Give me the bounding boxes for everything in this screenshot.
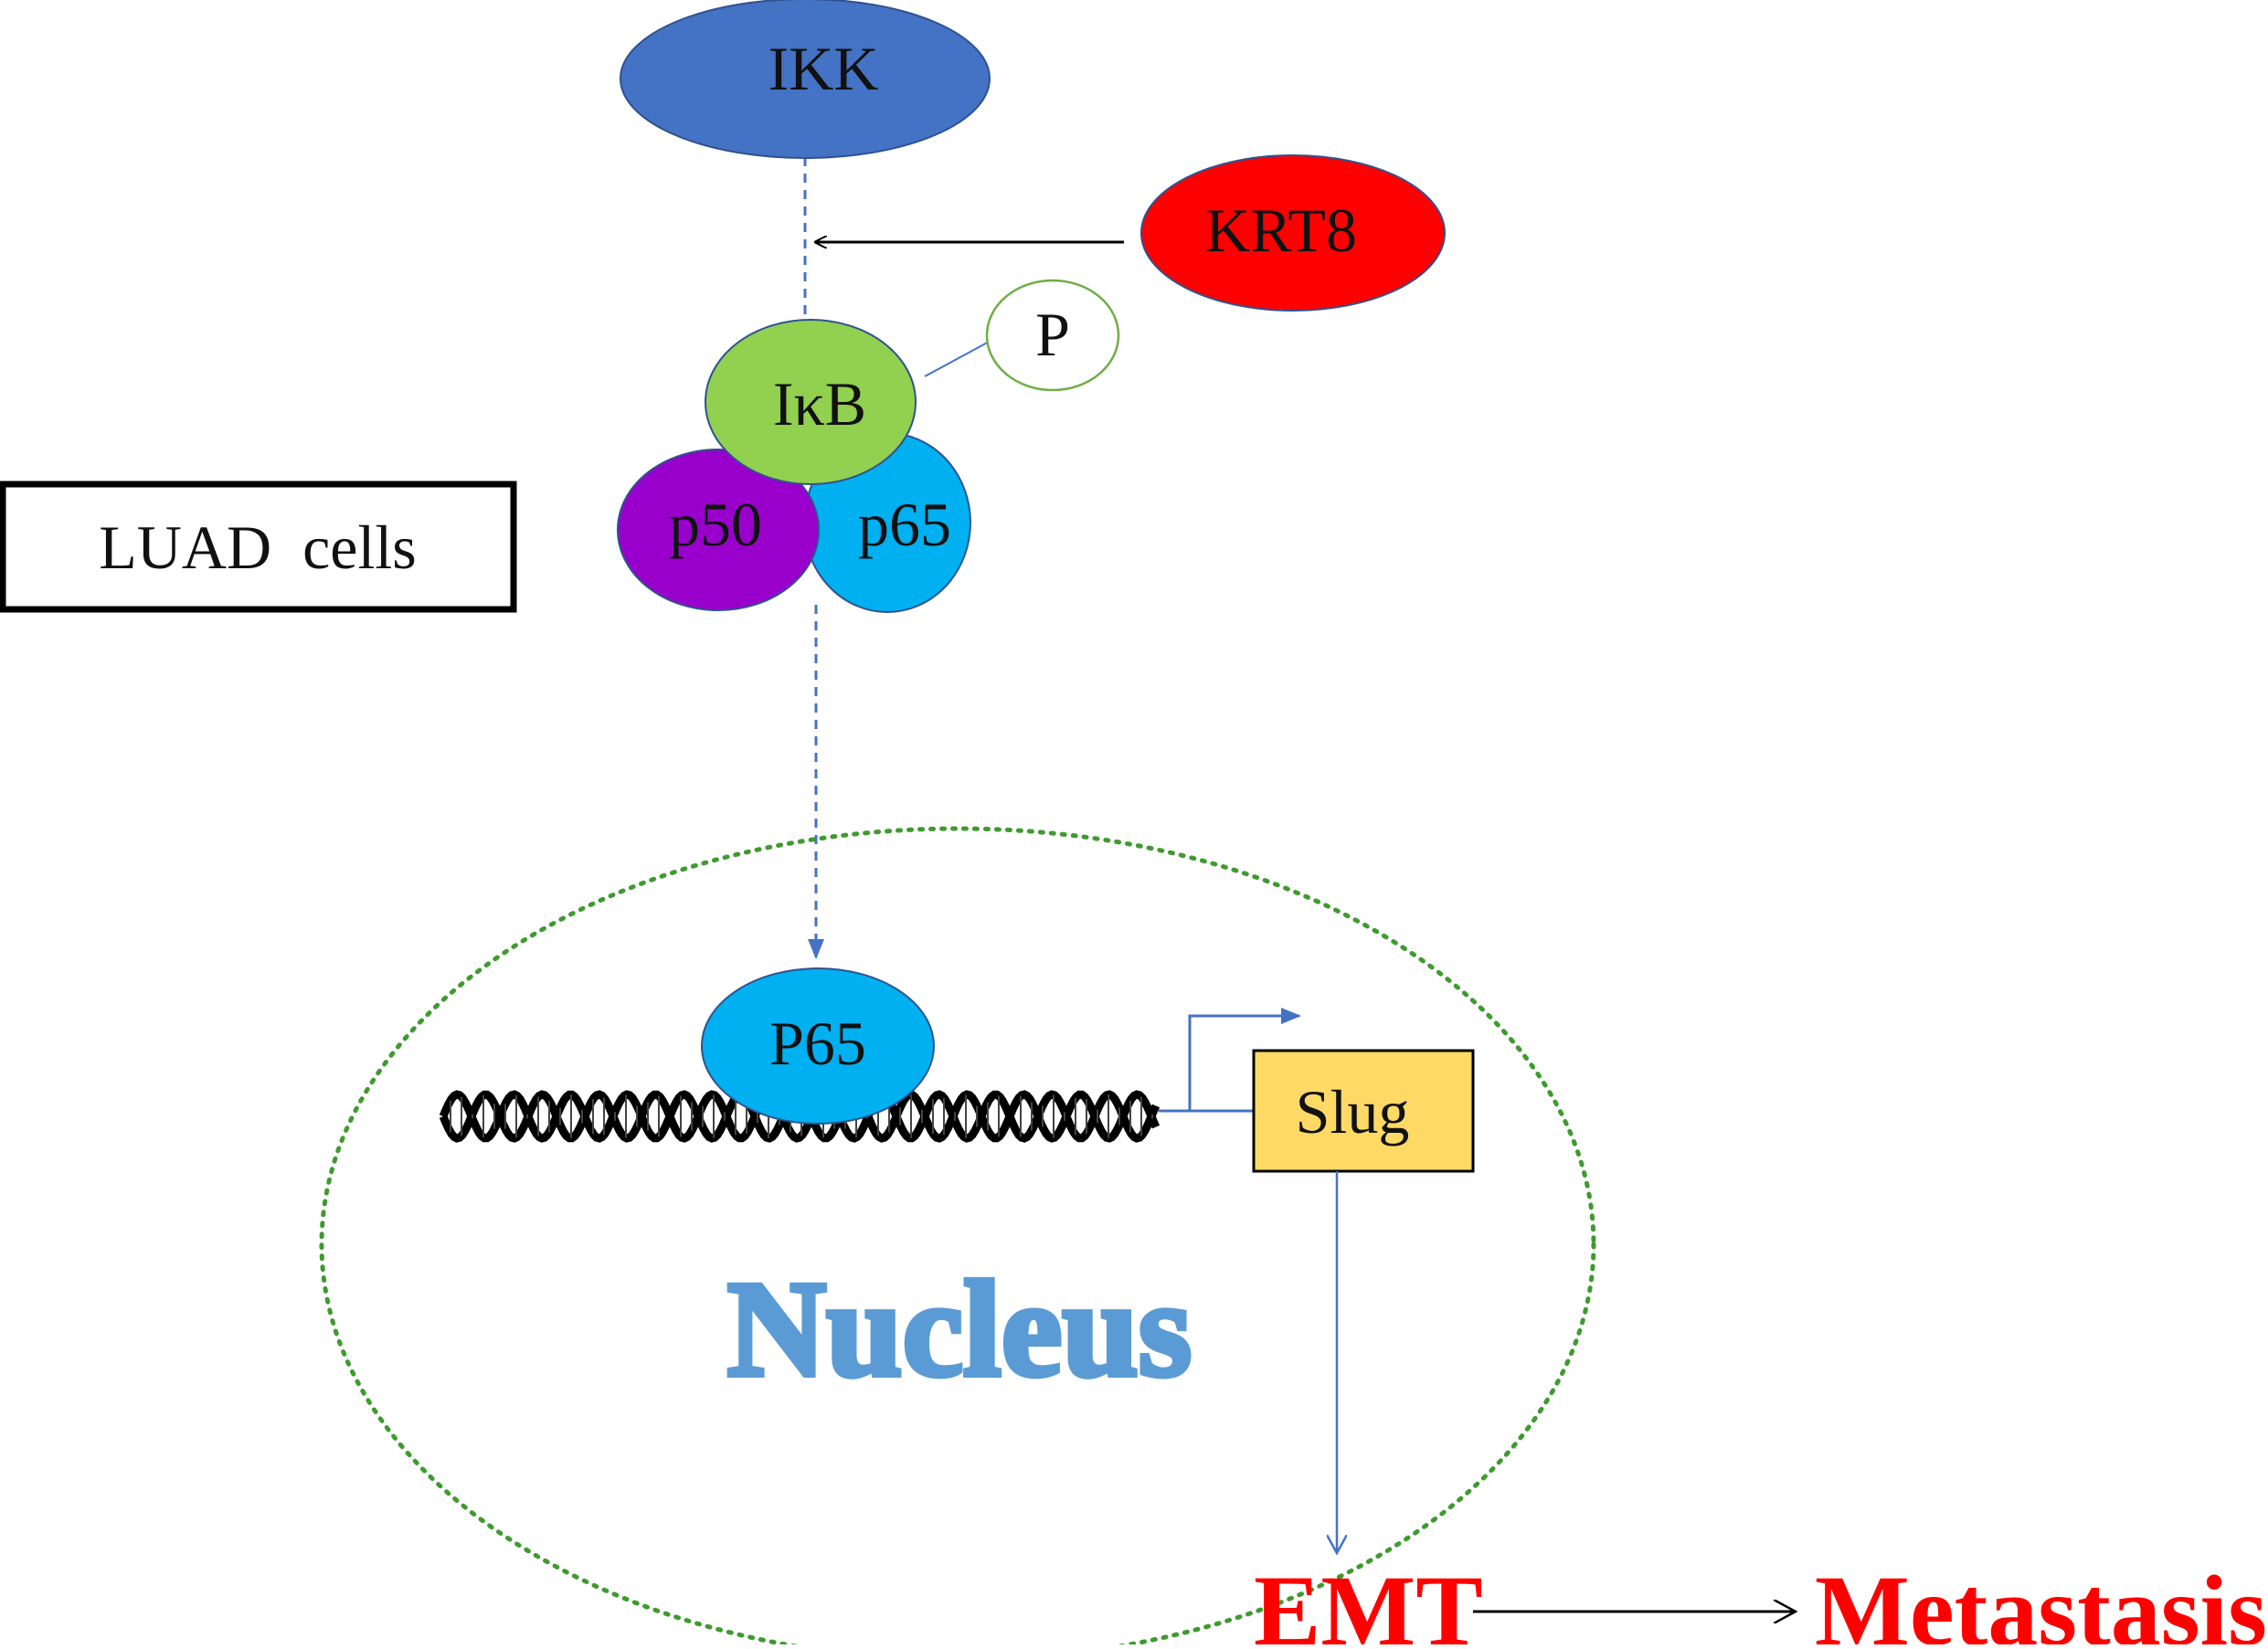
metastasis-label: Metastasis xyxy=(1815,1555,2267,1644)
p65-label: p65 xyxy=(858,490,951,559)
p65-nuclear-ellipse xyxy=(701,967,935,1125)
luad-label: LUAD cells xyxy=(99,513,416,582)
luad-cells-box: LUAD cells xyxy=(0,481,517,613)
phospho-connector xyxy=(924,339,993,377)
nucleus-label: Nucleus xyxy=(727,1253,1192,1405)
krt8-node: KRT8 xyxy=(1140,154,1446,312)
p65-nuclear-node: P65 xyxy=(701,967,935,1125)
slug-label: Slug xyxy=(1296,1077,1410,1147)
ikb-ellipse xyxy=(705,319,917,485)
phospho-ellipse xyxy=(985,279,1120,392)
nucleus-label-outline: Nucleus xyxy=(727,1253,1192,1405)
transcription-start-arrow xyxy=(1159,1008,1301,1113)
p50-label: p50 xyxy=(669,490,762,559)
luad-box-border xyxy=(0,481,517,613)
slug-node: Slug xyxy=(1252,1049,1475,1173)
nucleus-boundary xyxy=(319,826,1596,1649)
p50-ellipse xyxy=(617,449,820,611)
krt8-label: KRT8 xyxy=(1205,196,1357,265)
p50-node: p50 xyxy=(617,449,820,611)
ikk-label: IKK xyxy=(768,34,879,103)
krt8-ellipse xyxy=(1140,154,1446,312)
ikb-node: IκB xyxy=(705,319,917,485)
slug-box xyxy=(1252,1049,1475,1173)
ikk-node: IKK xyxy=(620,0,991,159)
emt-label: EMT xyxy=(1254,1555,1483,1644)
ikb-label: IκB xyxy=(773,369,866,439)
phospho-node: P xyxy=(985,279,1120,392)
ikk-ellipse xyxy=(620,0,991,159)
phospho-label: P xyxy=(1035,300,1070,369)
p65-nuclear-label: P65 xyxy=(769,1009,866,1078)
